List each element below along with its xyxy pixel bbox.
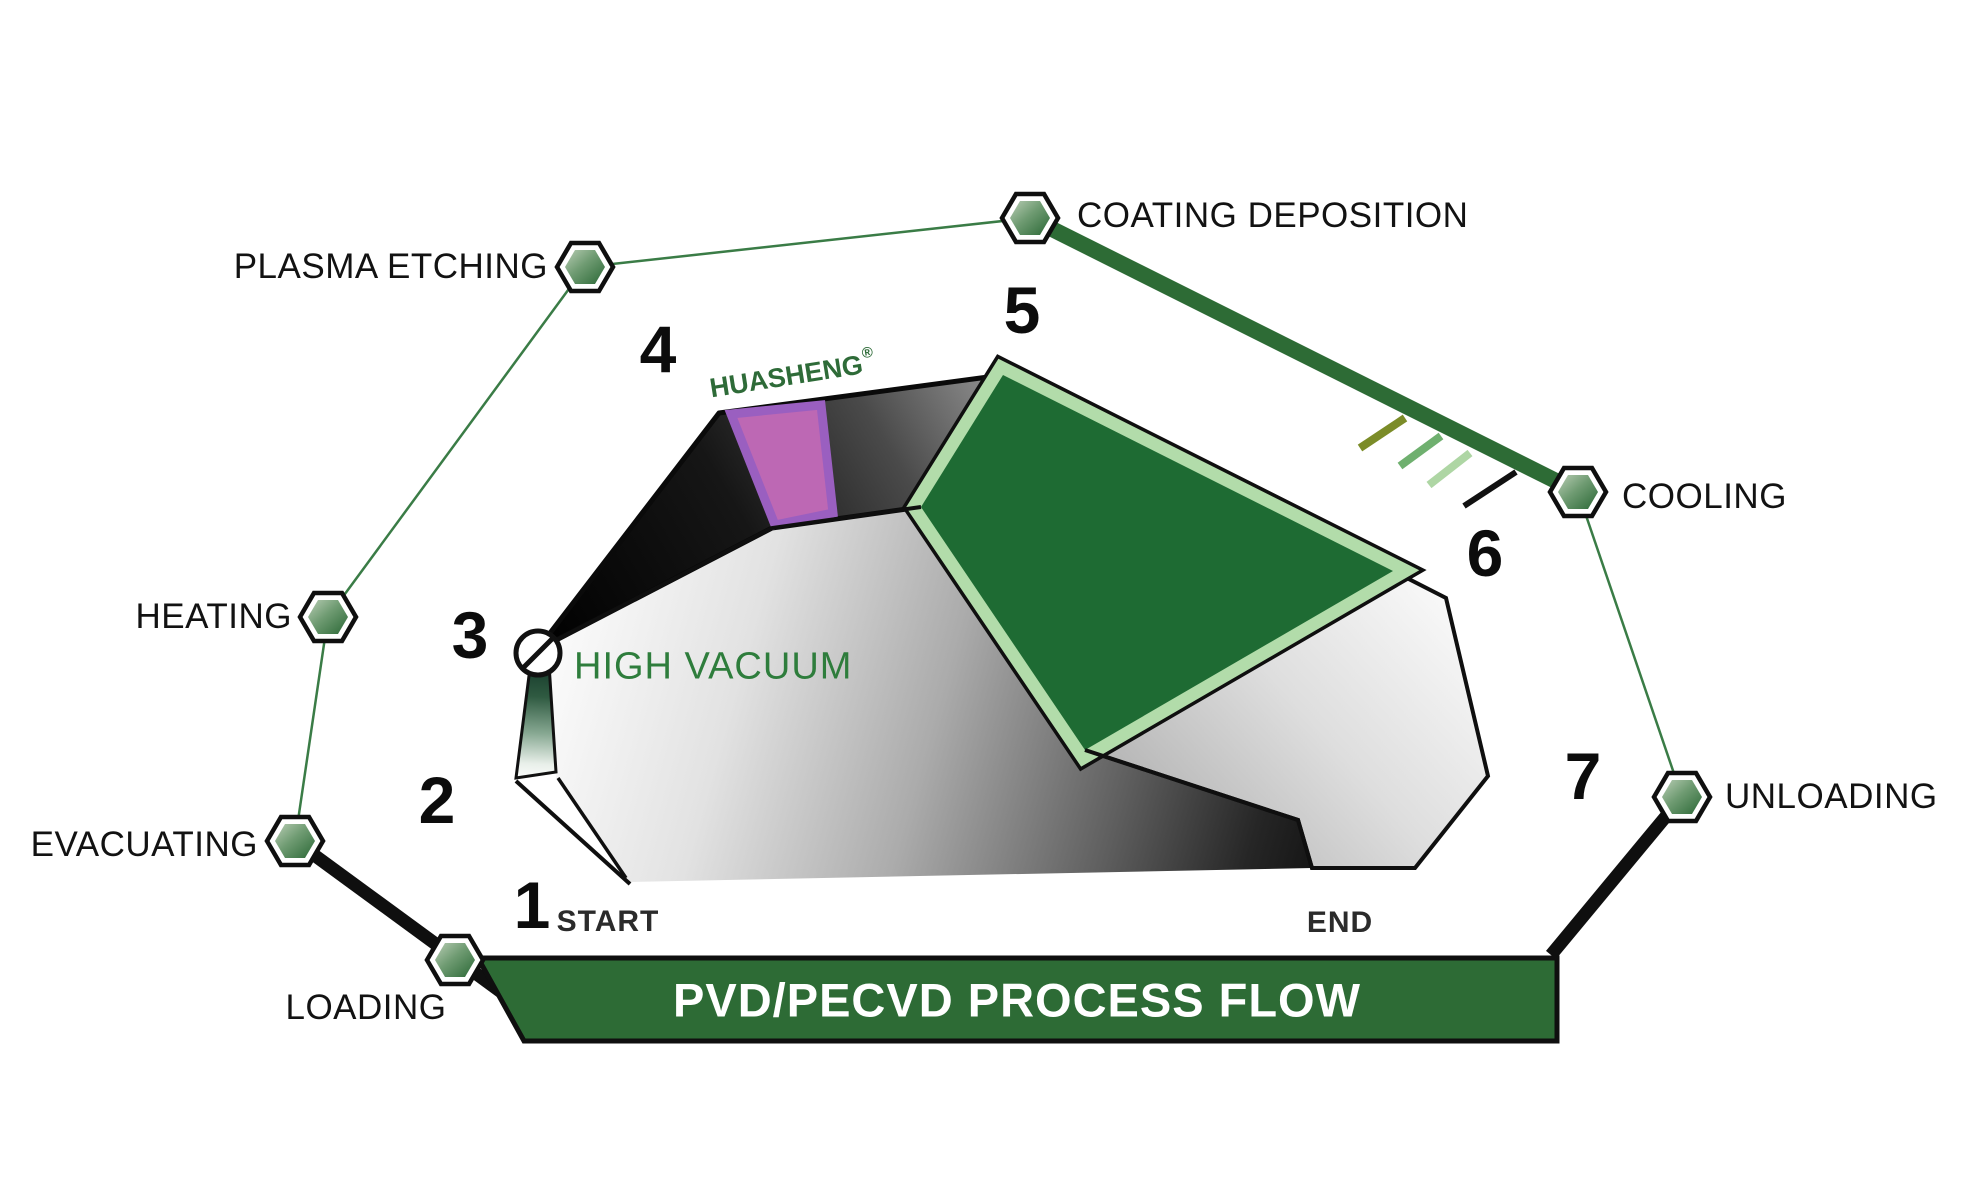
banner-title: PVD/PECVD PROCESS FLOW [673,973,1361,1027]
tick-mark-olive [1357,414,1408,452]
shape-left-sliver [514,658,558,780]
step-number-5: 5 [1003,273,1041,347]
station-label-unloading: UNLOADING [1725,777,1938,816]
step-number-1: 1 [513,868,551,942]
station-label-heating: HEATING [135,597,292,636]
high-vacuum-label: HIGH VACUUM [574,645,853,688]
step-number-2: 2 [418,763,456,837]
hexagon-marker-unloading [1651,770,1713,824]
shape-green-facet [921,375,1393,750]
station-label-cooling: COOLING [1622,477,1787,516]
station-label-evacuating: EVACUATING [30,825,258,864]
end-label: END [1306,906,1374,939]
connector-plasma-coating [584,216,1031,269]
connector-unloading-banner [1545,792,1688,960]
step-number-6: 6 [1466,516,1504,590]
hexagon-marker-heating [297,590,359,644]
station-label-coating-deposition: COATING DEPOSITION [1077,196,1469,235]
central-chamber-shape [513,354,1491,886]
banner-ribbon [473,955,1560,1044]
tick-mark-green [1397,432,1444,470]
connector-coating-cooling [1026,210,1582,500]
shape-edge-dark-bottom [1084,748,1415,870]
shape-edge-top-of-body [536,505,922,652]
shape-notch-outer-edge [514,779,632,886]
connector-plasma-heating [326,266,587,618]
tick-mark-pale-green [1426,449,1473,489]
step-number-4: 4 [639,312,677,386]
connector-cooling-unloading [1576,491,1684,798]
station-label-plasma-etching: PLASMA ETCHING [233,247,548,286]
step-number-3: 3 [451,598,489,672]
connector-heating-evacuating [293,616,330,842]
hexagon-marker-loading [424,933,486,987]
hexagon-marker-coating-deposition [999,191,1061,245]
hexagon-marker-cooling [1547,465,1609,519]
shape-body-facet [537,507,1312,882]
shape-notch-inner-edge [556,777,628,879]
shape-purple-window [724,400,838,531]
start-label: START [556,905,660,938]
hexagon-marker-evacuating [264,814,326,868]
tick-mark-black [1462,469,1518,509]
station-label-loading: LOADING [285,988,447,1027]
vacuum-gauge-icon [513,628,563,678]
step-number-7: 7 [1564,739,1602,813]
hexagon-marker-plasma-etching [554,240,616,294]
